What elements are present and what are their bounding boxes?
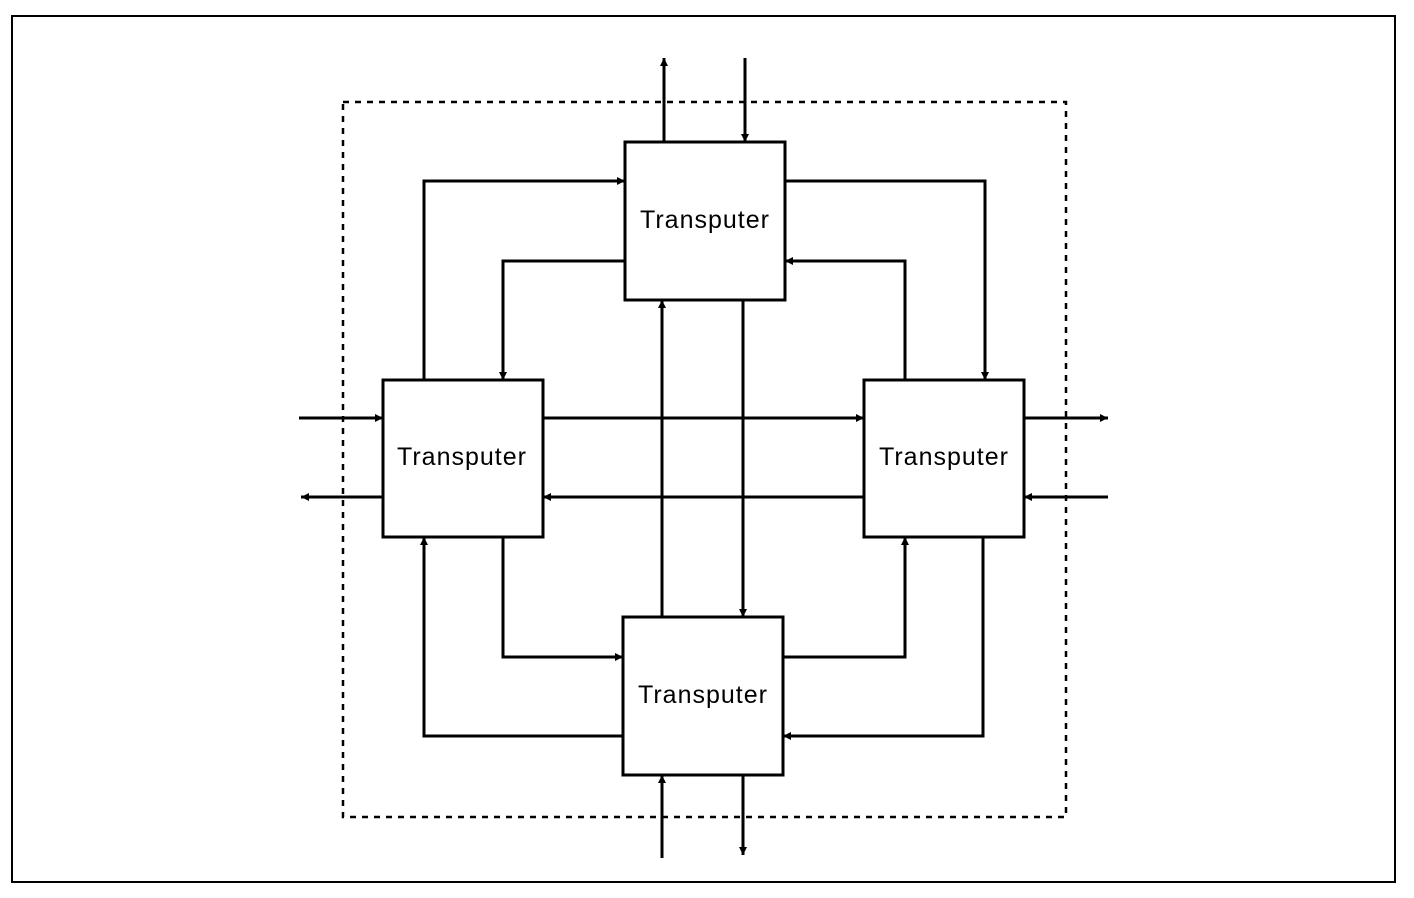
link-left-to-bottom bbox=[501, 537, 623, 661]
transputer-box bbox=[621, 615, 785, 777]
transputer-node-right: Transputer bbox=[862, 378, 1026, 539]
link-bottom-to-right bbox=[783, 537, 909, 659]
transputer-node-bottom: Transputer bbox=[621, 615, 785, 777]
transputer-label: Transputer bbox=[879, 443, 1009, 471]
link-top-to-right bbox=[785, 179, 989, 380]
link-right-to-bottom bbox=[783, 537, 985, 740]
transputer-box bbox=[381, 378, 545, 539]
transputer-label: Transputer bbox=[638, 681, 768, 709]
transputer-label: Transputer bbox=[640, 206, 770, 234]
transputer-node-top: Transputer bbox=[623, 140, 787, 302]
dashed-module-boundary bbox=[341, 100, 1068, 819]
transputer-node-left: Transputer bbox=[381, 378, 545, 539]
internal-links bbox=[420, 177, 989, 740]
link-bottom-to-left bbox=[420, 537, 623, 738]
transputer-label: Transputer bbox=[397, 443, 527, 471]
figure-frame bbox=[11, 15, 1396, 883]
link-left-to-top bbox=[422, 177, 625, 380]
transputer-box bbox=[623, 140, 787, 302]
link-top-to-left bbox=[499, 259, 625, 380]
external-links bbox=[299, 58, 1108, 858]
link-right-to-top bbox=[785, 257, 907, 380]
transputer-box bbox=[862, 378, 1026, 539]
